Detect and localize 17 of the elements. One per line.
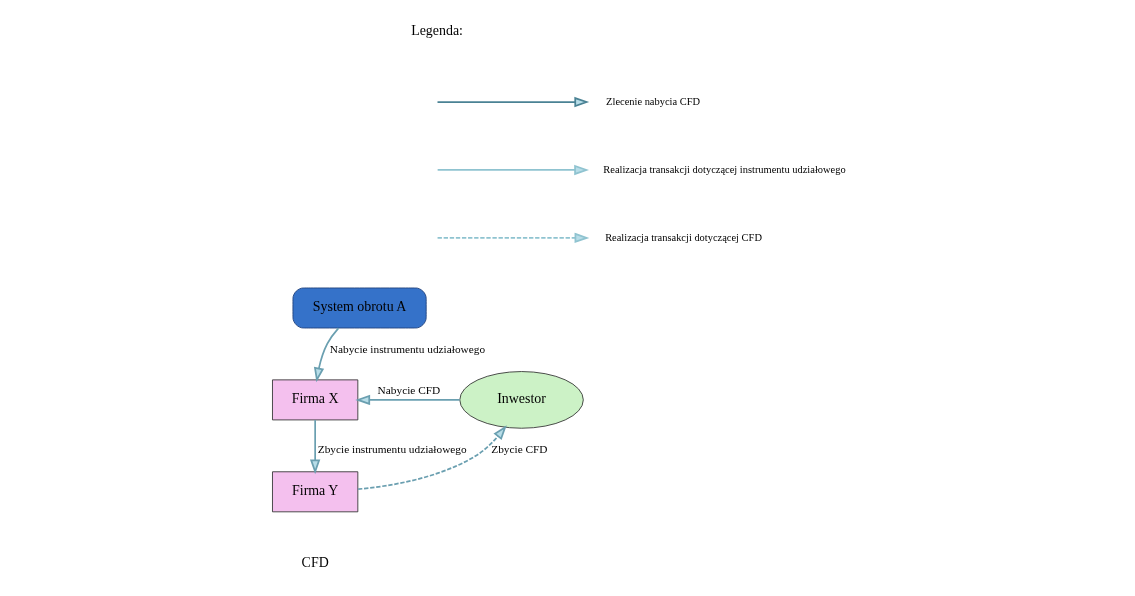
label: CFD xyxy=(301,555,329,571)
legend-label: Realizacja transakcji dotyczącej CFD xyxy=(605,231,762,243)
legend-label: Realizacja transakcji dotyczącej instrumentu udziałowego xyxy=(603,163,846,175)
node-box: Firma Y xyxy=(272,471,359,513)
node-ellipse: Inwestor xyxy=(459,371,584,429)
edge-label: Nabycie instrumentu udziałowego xyxy=(329,342,486,355)
edge-label: Nabycie CFD xyxy=(377,384,441,397)
legend-label: Zlecenie nabycia CFD xyxy=(606,95,701,107)
arrow xyxy=(309,419,321,475)
arrow xyxy=(313,327,340,383)
arrow xyxy=(357,425,507,490)
node-box: Firma X xyxy=(272,379,359,421)
edge-label: Zbycie CFD xyxy=(491,442,548,455)
edge-label: Zbycie instrumentu udziałowego xyxy=(317,442,467,455)
node-box: System obrotu A xyxy=(292,287,427,329)
label: Legenda: xyxy=(411,23,463,39)
arrow xyxy=(355,394,461,406)
